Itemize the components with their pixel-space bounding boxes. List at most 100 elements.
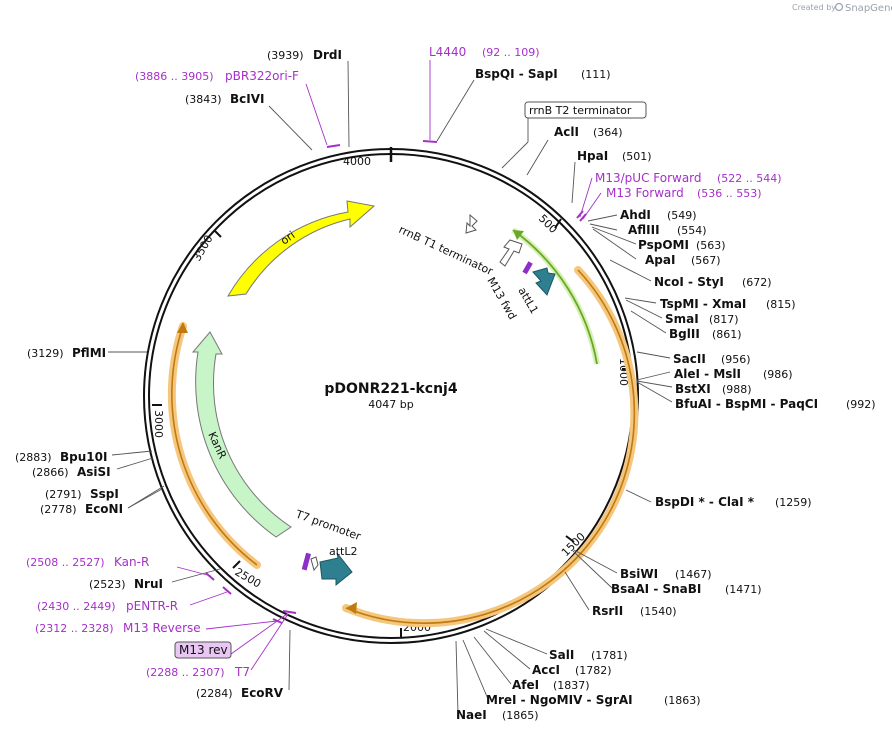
primer-leader-lines: [176, 60, 602, 671]
enzyme-position: (111): [581, 68, 611, 81]
primer-range: (536 .. 553): [697, 187, 762, 200]
enzyme-position: (1781): [591, 649, 628, 662]
enzyme-name: SalI: [549, 648, 574, 662]
enzyme-name: BcIVI: [230, 92, 264, 106]
enzyme-position: (988): [722, 383, 752, 396]
primer-range: (3886 .. 3905): [135, 70, 214, 83]
region-arc-right-arrow-icon: [346, 602, 357, 614]
enzyme-name: Bpu10I: [60, 450, 107, 464]
t7-promoter-label: T7 promoter: [293, 507, 363, 543]
enzyme-position: (956): [721, 353, 751, 366]
t7-promoter-arrow-icon: [310, 556, 319, 572]
enzyme-name: AfeI: [512, 678, 539, 692]
enzyme-name: BsaAI - SnaBI: [611, 582, 701, 596]
enzyme-name: SacII: [673, 352, 706, 366]
enzyme-position: (2778): [40, 503, 77, 516]
kanr-feature: [191, 331, 292, 538]
enzyme-position: (815): [766, 298, 796, 311]
enzyme-name: RsrII: [592, 604, 623, 618]
enzyme-position: (3843): [185, 93, 222, 106]
green-feature-arc: [512, 229, 598, 365]
primer-range: (2288 .. 2307): [146, 666, 225, 679]
enzyme-name: BstXI: [675, 382, 711, 396]
enzyme-name: DrdI: [313, 48, 342, 62]
green-feature-arrow-icon: [513, 230, 524, 240]
attl2-feature: [319, 552, 353, 587]
primer-range: (2430 .. 2449): [37, 600, 116, 613]
enzyme-name: SspI: [90, 487, 119, 501]
enzyme-name: TspMI - XmaI: [660, 297, 746, 311]
credit-prefix: Created by: [792, 3, 836, 12]
enzyme-name: EcoNI: [85, 502, 123, 516]
enzyme-name: AleI - MslI: [674, 367, 741, 381]
enzyme-name: BspQI - SapI: [475, 67, 558, 81]
enzyme-position: (563): [696, 239, 726, 252]
enzyme-position: (2883): [15, 451, 52, 464]
enzyme-name: BsiWI: [620, 567, 658, 581]
enzyme-position: (1467): [675, 568, 712, 581]
enzyme-leader-lines: [108, 60, 673, 714]
region-arc-right: [345, 269, 636, 624]
primer-name: M13/pUC Forward: [595, 171, 702, 185]
tick-label: 4000: [343, 155, 371, 168]
rrnb-t1-label: rrnB T1 terminator: [397, 223, 496, 278]
region-arc-left: [171, 325, 258, 566]
enzyme-position: (986): [763, 368, 793, 381]
enzyme-position: (1471): [725, 583, 762, 596]
primer-name: pENTR-R: [126, 599, 178, 613]
enzyme-name: HpaI: [577, 149, 608, 163]
enzyme-name: ApaI: [645, 253, 675, 267]
enzyme-name: BfuAI - BspMI - PaqCI: [675, 397, 818, 411]
enzyme-name: SmaI: [665, 312, 699, 326]
m13-rev-label-box: [174, 641, 232, 659]
region-arc-left-arrow-icon: [177, 322, 188, 333]
enzyme-position: (861): [712, 328, 742, 341]
attl2-label: attL2: [329, 545, 358, 558]
attl1-label: attL1: [515, 285, 541, 316]
enzyme-name: NruI: [134, 577, 163, 591]
primer-name: M13 Forward: [606, 186, 684, 200]
enzyme-position: (1540): [640, 605, 677, 618]
enzyme-name: BspDI * - ClaI *: [655, 495, 755, 509]
tick-label: 2500: [233, 565, 264, 590]
enzyme-position: (2791): [45, 488, 82, 501]
primer-range: (2508 .. 2527): [26, 556, 105, 569]
primer-range: (2312 .. 2328): [35, 622, 114, 635]
enzyme-name: BglII: [669, 327, 700, 341]
primer-name: T7: [234, 665, 250, 679]
m13-fwd-label: M13 fwd: [484, 275, 519, 322]
enzyme-position: (554): [677, 224, 707, 237]
enzyme-name: AclI: [554, 125, 579, 139]
enzyme-name: NcoI - StyI: [654, 275, 724, 289]
rrnb-t1-arrow-icon: [499, 239, 523, 267]
enzyme-position: (1259): [775, 496, 812, 509]
enzyme-position: (364): [593, 126, 623, 139]
enzyme-position: (3939): [267, 49, 304, 62]
rrnb-t2-label-box: [524, 101, 647, 119]
rrnb-t2-arrow-icon: [465, 213, 478, 234]
enzyme-position: (817): [709, 313, 739, 326]
primer-name: pBR322ori-F: [225, 69, 299, 83]
enzyme-position: (1863): [664, 694, 701, 707]
enzyme-position: (567): [691, 254, 721, 267]
enzyme-name: AsiSI: [77, 465, 111, 479]
rrnb-t2-label: rrnB T2 terminator: [529, 104, 632, 117]
enzyme-position: (1865): [502, 709, 539, 722]
enzyme-position: (2523): [89, 578, 126, 591]
primer-range: (92 .. 109): [482, 46, 540, 59]
enzyme-position: (2866): [32, 466, 69, 479]
ori-feature: [227, 200, 376, 297]
primer-name: M13 Reverse: [123, 621, 201, 635]
highlight-arc-right: [342, 266, 639, 628]
enzyme-position: (2284): [196, 687, 233, 700]
enzyme-name: PspOMI: [638, 238, 689, 252]
t7-primer-mark: [301, 552, 311, 571]
tick-label: 3000: [152, 410, 165, 438]
plasmid-size: 4047 bp: [368, 398, 413, 411]
enzyme-position: (1837): [553, 679, 590, 692]
m13-fwd-primer-mark: [522, 261, 533, 275]
enzyme-position: (549): [667, 209, 697, 222]
primer-range: (522 .. 544): [717, 172, 782, 185]
snapgene-logo-icon: [834, 2, 844, 12]
